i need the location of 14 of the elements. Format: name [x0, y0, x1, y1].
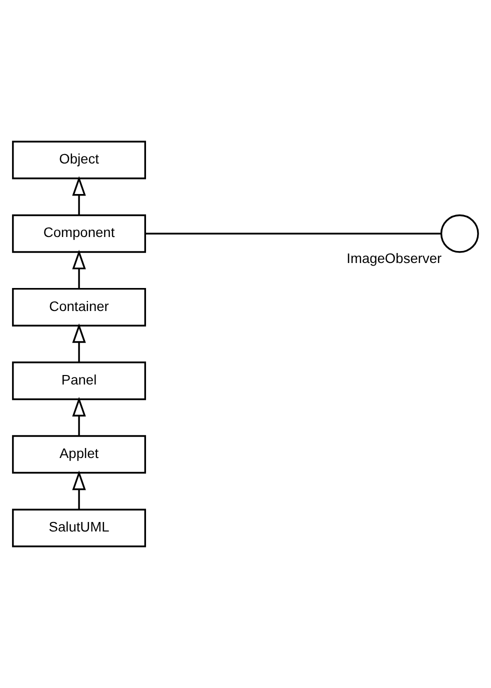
arrow	[72, 470, 86, 510]
node-box: Component	[12, 214, 146, 253]
arrow	[72, 396, 86, 436]
node-label: ImageObserver	[346, 251, 442, 266]
arrow	[72, 323, 86, 362]
node-box: Applet	[12, 435, 146, 474]
node-box: Object	[12, 140, 146, 180]
node-box: SalutUML	[12, 508, 146, 548]
connector	[145, 232, 442, 234]
node-box: Container	[12, 288, 146, 326]
arrow	[72, 176, 86, 216]
node-box: Panel	[12, 362, 146, 400]
arrow	[72, 250, 86, 289]
node-circle	[440, 214, 479, 253]
